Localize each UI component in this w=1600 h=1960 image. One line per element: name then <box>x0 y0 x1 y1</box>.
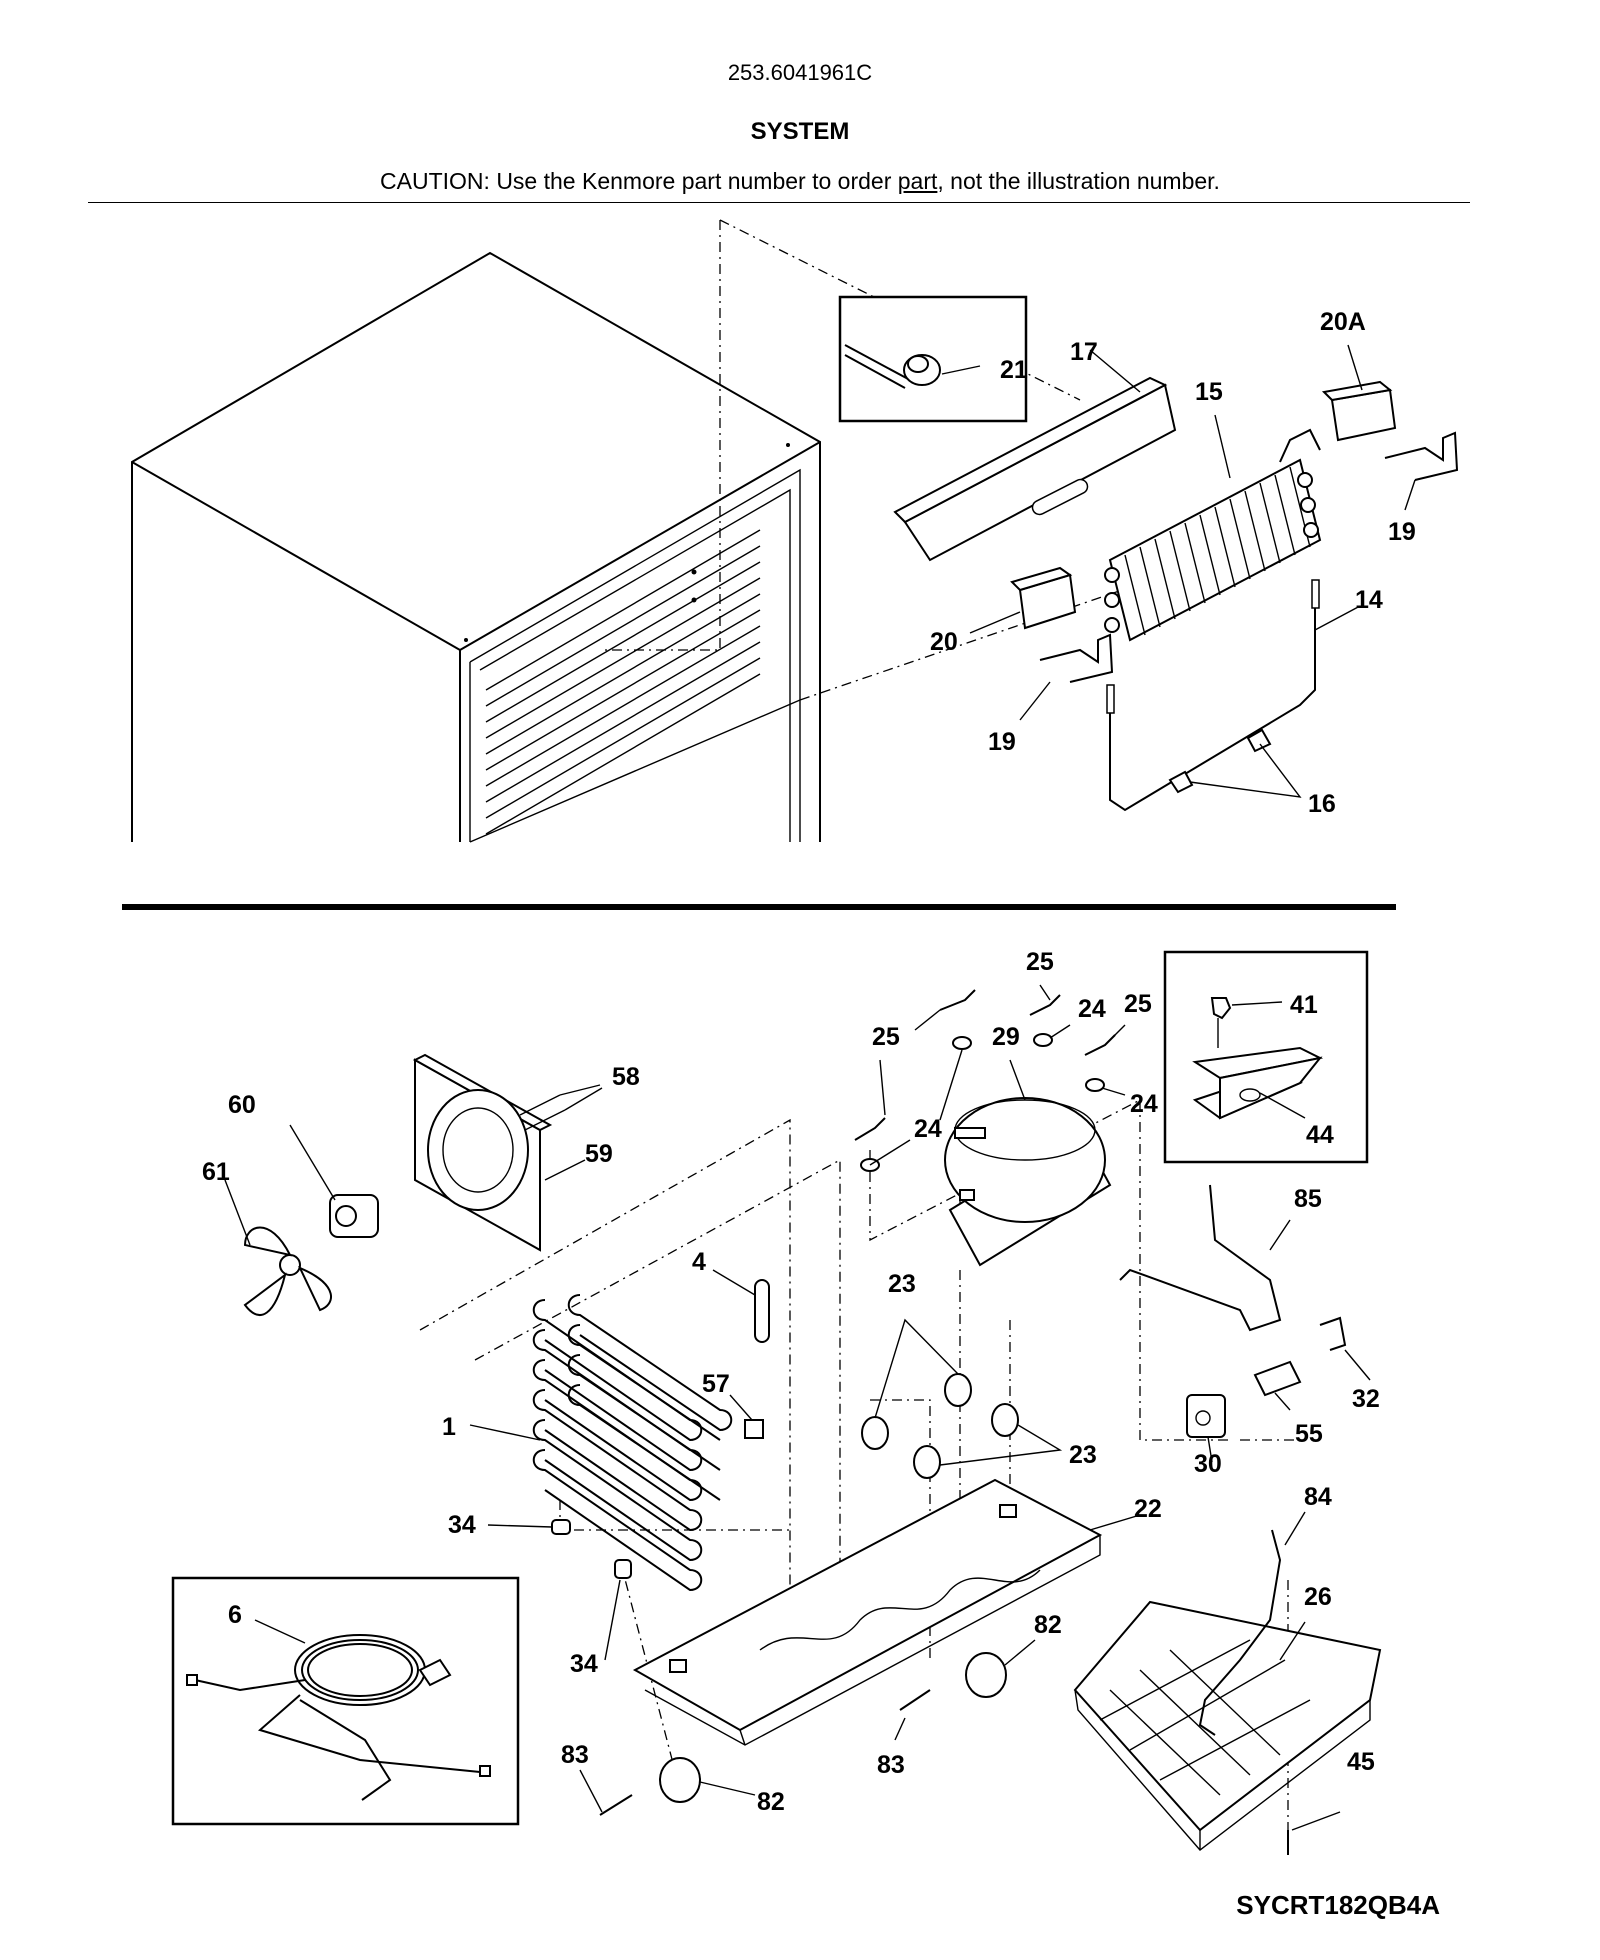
screw-part-83 <box>579 1689 931 1816</box>
caution-note: CAUTION: Use the Kenmore part number to … <box>0 168 1600 195</box>
callout-23-top: 23 <box>888 1270 916 1298</box>
filter-drier-part-4 <box>712 1269 770 1343</box>
relay-part-30 <box>1186 1394 1226 1463</box>
diagram-code: SYCRT182QB4A <box>1236 1890 1440 1920</box>
callout-55: 55 <box>1295 1420 1323 1448</box>
callout-25-top: 25 <box>1026 948 1054 976</box>
callout-20: 20 <box>930 628 958 656</box>
callout-26: 26 <box>1304 1583 1332 1611</box>
drain-tube-part-84 <box>1198 1511 1306 1736</box>
callout-32: 32 <box>1352 1385 1380 1413</box>
callout-6: 6 <box>228 1601 242 1629</box>
caution-suffix: , not the illustration number. <box>937 168 1220 194</box>
part-57 <box>729 1394 764 1439</box>
callout-83-right: 83 <box>877 1751 905 1779</box>
insulation-pad-part-20a <box>1321 344 1397 442</box>
callout-30: 30 <box>1194 1450 1222 1478</box>
grommet-part-34 <box>487 1519 632 1661</box>
header-rule <box>88 202 1470 203</box>
callout-22: 22 <box>1134 1495 1162 1523</box>
fan-blade-part-61 <box>224 1179 332 1316</box>
callout-60: 60 <box>228 1091 256 1119</box>
callout-1: 1 <box>442 1413 456 1441</box>
fan-motor-part-60 <box>289 1124 379 1238</box>
callout-44: 44 <box>1306 1121 1334 1149</box>
callout-19-left: 19 <box>988 728 1016 756</box>
insulation-pad-part-20 <box>969 566 1077 634</box>
callout-85: 85 <box>1294 1185 1322 1213</box>
washer-part-24 <box>860 1024 1126 1172</box>
callout-83-left: 83 <box>561 1741 589 1769</box>
callout-29: 29 <box>992 1023 1020 1051</box>
callout-17: 17 <box>1070 338 1098 366</box>
fan-shroud-part-59 <box>412 1053 586 1252</box>
callout-84: 84 <box>1304 1483 1332 1511</box>
callout-25-left: 25 <box>872 1023 900 1051</box>
callout-82-left: 82 <box>757 1788 785 1816</box>
callout-20a: 20A <box>1320 308 1366 336</box>
detail-box-21 <box>838 295 1028 423</box>
callout-82-right: 82 <box>1034 1611 1062 1639</box>
overload-part-55 <box>1253 1360 1302 1411</box>
callout-19-right: 19 <box>1388 518 1416 546</box>
drain-pan-part-26 <box>1073 1600 1382 1851</box>
foot-part-82 <box>659 1639 1036 1803</box>
callout-15: 15 <box>1195 378 1223 406</box>
callout-24-right: 24 <box>1130 1090 1158 1118</box>
section-divider <box>122 904 1396 910</box>
callout-24-left: 24 <box>914 1115 942 1143</box>
condenser-part-1 <box>469 1294 733 1592</box>
callout-58: 58 <box>612 1063 640 1091</box>
callout-24-top: 24 <box>1078 995 1106 1023</box>
callout-34-top: 34 <box>448 1511 476 1539</box>
compressor-part-29 <box>944 1059 1112 1267</box>
clip-part-19-right <box>1384 431 1459 511</box>
callout-41: 41 <box>1290 991 1318 1019</box>
clip-part-19-left <box>1019 633 1114 721</box>
cabinet-illustration <box>131 219 1211 843</box>
callout-labels: 21 17 15 20A 19 14 20 19 16 25 24 25 25 … <box>202 308 1416 1816</box>
tube-part-85 <box>1119 1184 1291 1332</box>
evaporator-cover-part-17 <box>893 349 1177 562</box>
grommet-part-23 <box>861 1318 1063 1479</box>
base-plate-part-22 <box>632 1478 1141 1746</box>
section-title: SYSTEM <box>750 118 850 145</box>
callout-59: 59 <box>585 1140 613 1168</box>
heater-clip-part-16 <box>1168 728 1302 798</box>
detail-box-41-44 <box>1163 950 1369 1164</box>
callout-45: 45 <box>1347 1748 1375 1776</box>
caution-prefix: CAUTION: Use the Kenmore part number to … <box>380 168 898 194</box>
model-number: 253.6041961C <box>727 60 873 85</box>
evaporator-coil-part-15 <box>1104 414 1322 642</box>
callout-21: 21 <box>1000 356 1028 384</box>
callout-61: 61 <box>202 1158 230 1186</box>
detail-box-6 <box>171 1576 520 1826</box>
callout-34-bottom: 34 <box>570 1650 598 1678</box>
screw-part-45 <box>1287 1811 1341 1855</box>
callout-23-bottom: 23 <box>1069 1441 1097 1469</box>
caution-part-word: part <box>897 168 938 194</box>
callout-16: 16 <box>1308 790 1336 818</box>
defrost-heater-part-14 <box>1106 579 1361 812</box>
callout-57: 57 <box>702 1370 730 1398</box>
clip-part-32 <box>1319 1316 1371 1381</box>
callout-14: 14 <box>1355 586 1383 614</box>
callout-25-right: 25 <box>1124 990 1152 1018</box>
fan-terminals-part-58 <box>519 1084 603 1131</box>
loop-part-25 <box>854 984 1126 1141</box>
callout-4: 4 <box>692 1248 706 1276</box>
